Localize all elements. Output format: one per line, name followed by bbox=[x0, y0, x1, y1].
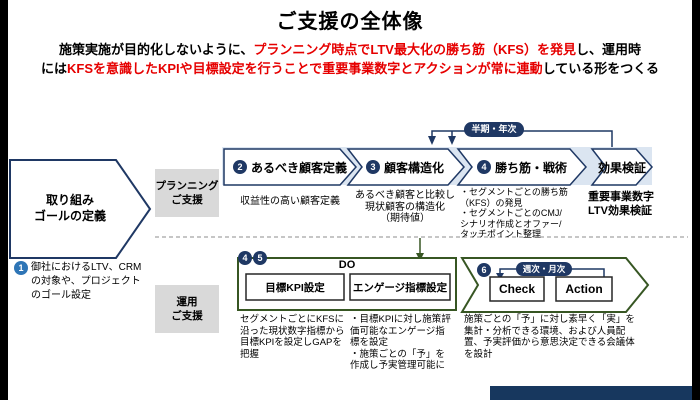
lead-1-black-b: し、運用時 bbox=[575, 42, 641, 57]
step-3-label-group: 4 勝ち筋・戦術 bbox=[464, 159, 580, 175]
step-2-label: 顧客構造化 bbox=[383, 160, 444, 175]
step-3-label: 勝ち筋・戦術 bbox=[494, 160, 567, 175]
goal-chevron-label: 取り組み ゴールの定義 bbox=[33, 193, 106, 223]
check-action-desc: 施策ごとの「予」に対し素早く「実」を集計・分析できる環境、および人員配置、予実評… bbox=[464, 314, 635, 360]
verify-arrow bbox=[590, 148, 654, 186]
kpi-box bbox=[245, 273, 345, 301]
engage-desc: ・目標KPIに対し施策評価可能なエンゲージ指標を設定 ・施策ごとの「予」を作成し… bbox=[350, 314, 451, 371]
goal-bullet-number: 1 bbox=[14, 261, 28, 275]
check-box-label: Check bbox=[498, 282, 536, 296]
step-2-desc: あるべき顧客と比較し 現状顧客の構造化 （期待値） bbox=[355, 190, 455, 224]
step-arrow-3 bbox=[456, 148, 588, 186]
goal-bullet: 1 御社におけるLTV、CRMの対象や、プロジェクトのゴール設定 bbox=[14, 261, 144, 303]
step-2-number: 3 bbox=[365, 160, 380, 174]
lead-2-red: KFSを意識したKPIや目標設定を行うことで重要事業数字とアクションが常に連動 bbox=[67, 61, 543, 76]
action-box-label: Action bbox=[565, 282, 603, 296]
feedback-arrowhead-1 bbox=[428, 136, 436, 145]
step-1-desc: 収益性の高い顧客定義 bbox=[240, 196, 340, 207]
step-1-label: あるべき顧客定義 bbox=[250, 160, 347, 175]
verify-desc: 重要事業数字 LTV効果検証 bbox=[588, 191, 654, 217]
kpi-desc: セグメントごとにKFSに沿った現状数字指標から目標KPIを設定しGAPを把握 bbox=[240, 314, 345, 360]
step-arrow-2 bbox=[346, 148, 466, 186]
action-box bbox=[555, 276, 613, 302]
step-3-number: 4 bbox=[476, 160, 491, 174]
step-2-label-group: 3 顧客構造化 bbox=[352, 159, 458, 175]
check-action-number: 6 bbox=[477, 263, 491, 277]
weekly-cycle-badge: 週次・月次 bbox=[516, 262, 572, 276]
check-box bbox=[489, 276, 545, 302]
lead-paragraph: 施策実施が目的化しないように、プランニング時点でLTV最大化の勝ち筋（KFS）を… bbox=[12, 40, 688, 78]
step-1-label-group: 2 あるべき顧客定義 bbox=[230, 159, 350, 175]
footer-accent-bar bbox=[490, 386, 692, 400]
lead-line-1: 施策実施が目的化しないように、プランニング時点でLTV最大化の勝ち筋（KFS）を… bbox=[12, 40, 688, 59]
step-3-desc: ・セグメントごとの勝ち筋 （KFS）の発見 ・セグメントごとのCMJ/ シナリオ… bbox=[460, 187, 568, 239]
lead-1-red: プランニング時点でLTV最大化の勝ち筋（KFS）を発見 bbox=[253, 42, 576, 57]
lead-2-black-b: している形をつくる bbox=[542, 61, 659, 76]
step-arrow-1 bbox=[223, 148, 358, 186]
operation-row-label: 運用 ご支援 bbox=[155, 285, 219, 333]
verify-label: 効果検証 bbox=[597, 161, 646, 175]
side-bar-right bbox=[692, 0, 700, 400]
goal-chevron-shape bbox=[9, 159, 152, 259]
do-step-number-5: 5 bbox=[253, 251, 267, 265]
lead-2-black-a: には bbox=[40, 61, 67, 76]
page-title: ご支援の全体像 bbox=[276, 11, 424, 33]
feedback-arrowhead-2 bbox=[448, 136, 456, 145]
side-bar-left bbox=[0, 0, 8, 400]
do-label: DO bbox=[338, 259, 356, 271]
planning-row-label: プランニング ご支援 bbox=[155, 169, 219, 217]
lead-line-2: にはKFSを意識したKPIや目標設定を行うことで重要事業数字とアクションが常に連… bbox=[12, 59, 688, 78]
do-step-number-4: 4 bbox=[238, 251, 252, 265]
half-year-cycle-badge: 半期・年次 bbox=[464, 122, 524, 137]
step-1-number: 2 bbox=[232, 160, 247, 174]
kpi-box-label: 目標KPI設定 bbox=[265, 281, 325, 294]
engage-box bbox=[349, 273, 451, 301]
goal-bullet-text: 御社におけるLTV、CRMの対象や、プロジェクトのゴール設定 bbox=[31, 262, 142, 301]
engage-box-label: エンゲージ指標設定 bbox=[352, 281, 448, 294]
lead-1-black-a: 施策実施が目的化しないように、 bbox=[59, 42, 254, 57]
